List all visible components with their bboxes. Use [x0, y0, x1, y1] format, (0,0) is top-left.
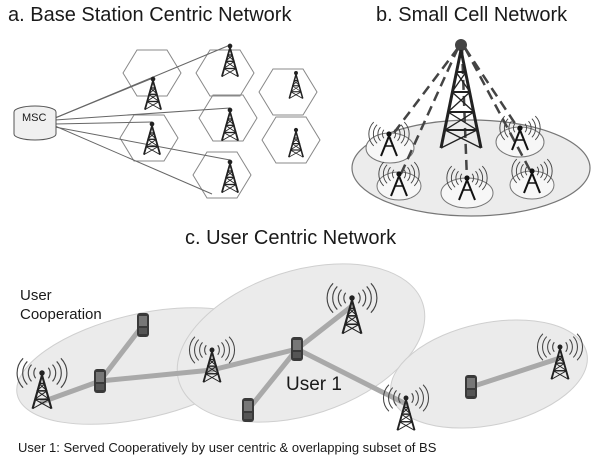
panel-a: [13, 42, 321, 199]
user-cooperation-label: User Cooperation: [20, 286, 102, 324]
user-device-icon: [291, 337, 303, 361]
user-device-icon: [137, 313, 149, 337]
user-device-icon: [242, 398, 254, 422]
macro-tower-icon: [439, 39, 483, 149]
tower-icon: [220, 42, 240, 78]
panel-c-title: c. User Centric Network: [185, 227, 397, 249]
tower-icon: [220, 106, 240, 142]
tower-icon: [220, 158, 240, 194]
msc-label: MSC: [22, 112, 47, 124]
msc-links: [54, 44, 231, 195]
panel-b: [351, 39, 591, 217]
panel-c: [16, 263, 588, 432]
tower-icon: [287, 127, 305, 158]
tower-icon: [288, 70, 304, 100]
panel-a-title: a. Base Station Centric Network: [8, 4, 292, 26]
cooperation-links: [39, 303, 563, 413]
tower-icon: [142, 120, 162, 156]
user-cooperation-line2: Cooperation: [20, 306, 102, 323]
figure-caption: User 1: Served Cooperatively by user cen…: [18, 440, 437, 455]
backhaul-links: [389, 47, 534, 181]
panel-b-title: b. Small Cell Network: [376, 4, 568, 26]
user-device-icon: [94, 369, 106, 393]
small-cell-regions: [365, 126, 555, 209]
user-device-icon: [465, 375, 477, 399]
msc-icon: [13, 105, 57, 141]
tower-icon: [143, 75, 163, 111]
user-cooperation-line1: User: [20, 287, 52, 304]
user1-label: User 1: [286, 374, 342, 395]
